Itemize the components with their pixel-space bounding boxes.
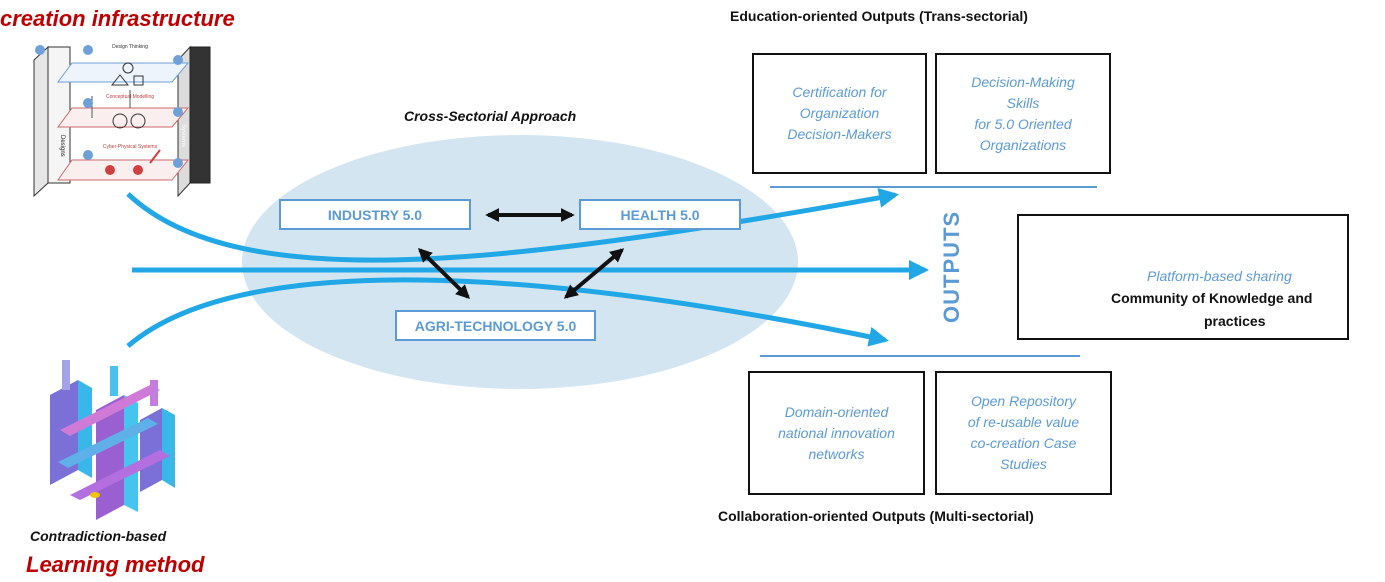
industry-agri-arrow (417, 248, 471, 299)
open-repository-text: Open Repository of re-usable value co-cr… (967, 393, 1080, 472)
learning-method-title: Learning method (26, 552, 205, 577)
platform-bold-line-1: Community of Knowledge and (1111, 290, 1313, 306)
sector-health-label: HEALTH 5.0 (620, 206, 700, 223)
learning-maze-illustration (40, 356, 180, 520)
health-agri-arrow (563, 248, 625, 299)
infrastructure-cube-illustration: Design Thinking Conceptual Modelling Cyb… (33, 44, 211, 198)
education-outputs-title: Education-oriented Outputs (Trans-sector… (730, 8, 1028, 24)
infrastructure-title: creation infrastructure (0, 6, 235, 31)
sector-health: HEALTH 5.0 (579, 199, 741, 230)
certification-text: Certification for Organization Decision-… (787, 84, 892, 142)
decision-skills-text: Decision-Making Skills for 5.0 Oriented … (971, 73, 1075, 153)
platform-italic-line: Platform-based sharing (1147, 268, 1292, 284)
approach-title: Cross-Sectorial Approach (404, 108, 577, 124)
sector-industry: INDUSTRY 5.0 (279, 199, 471, 230)
decision-skills-box: Decision-Making Skills for 5.0 Oriented … (935, 53, 1111, 174)
cube-side-left-label: Designs (59, 135, 65, 157)
sector-agri-technology: AGRI-TECHNOLOGY 5.0 (395, 310, 596, 341)
cube-side-right-label: Systems (180, 124, 186, 147)
cube-layer-label-2: Conceptual Modelling (106, 94, 154, 100)
certification-box: Certification for Organization Decision-… (752, 53, 927, 174)
innovation-networks-text: Domain-oriented national innovation netw… (778, 403, 895, 462)
outputs-vertical-label: OUTPUTS (939, 210, 964, 323)
collaboration-outputs-title: Collaboration-oriented Outputs (Multi-se… (718, 508, 1034, 524)
open-repository-box: Open Repository of re-usable value co-cr… (935, 371, 1112, 495)
innovation-networks-box: Domain-oriented national innovation netw… (748, 371, 925, 495)
sector-industry-label: INDUSTRY 5.0 (327, 206, 423, 223)
cube-layer-label-3: Cyber-Physical Systems (103, 144, 158, 150)
cube-layer-label-1: Design Thinking (112, 44, 148, 50)
contradiction-caption: Contradiction-based (30, 528, 167, 544)
cross-sectorial-ellipse (242, 135, 798, 389)
platform-bold-line-2: practices (1204, 313, 1266, 329)
sector-agri-label: AGRI-TECHNOLOGY 5.0 (414, 317, 577, 334)
platform-box: Platform-based sharing Community of Know… (1017, 214, 1349, 340)
